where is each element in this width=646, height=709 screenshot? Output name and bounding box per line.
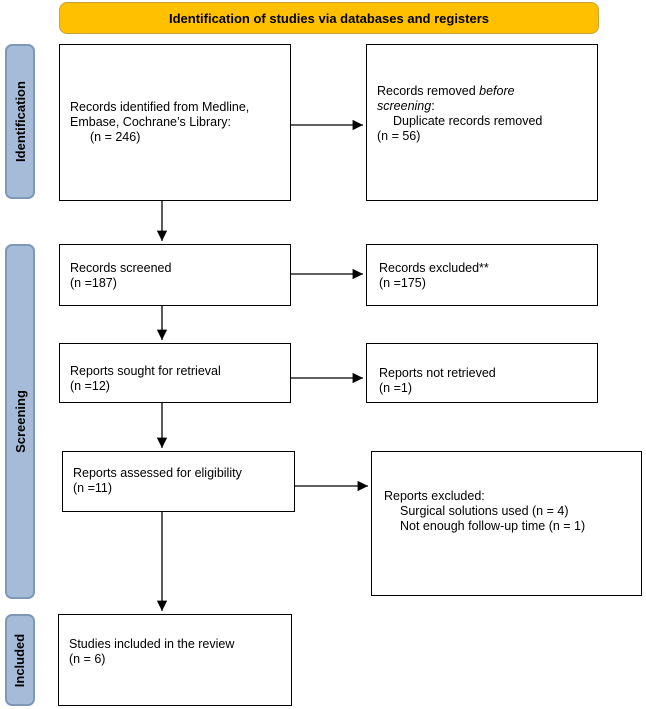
- reports-sought-label: Reports sought for retrieval: [70, 364, 221, 378]
- records-identified-box: Records identified from Medline, Embase,…: [59, 44, 291, 201]
- stage-screening-label: Screening: [12, 390, 28, 453]
- studies-included-label: Studies included in the review: [69, 637, 235, 651]
- records-screened-count: (n =187): [70, 276, 117, 290]
- reports-excluded-label: Reports excluded:: [384, 489, 485, 503]
- header-banner: Identification of studies via databases …: [59, 2, 599, 34]
- records-identified-line2: Embase, Cochrane’s Library:: [70, 115, 231, 129]
- records-removed-box: Records removed before screening: Duplic…: [366, 44, 598, 201]
- reports-excluded-box: Reports excluded: Surgical solutions use…: [371, 451, 642, 596]
- studies-included-count: (n = 6): [69, 652, 106, 666]
- reports-assessed-count: (n =11): [73, 481, 113, 495]
- records-removed-heading: Records removed before: [377, 84, 515, 98]
- stage-identification-label: Identification: [12, 81, 28, 162]
- reports-assessed-label: Reports assessed for eligibility: [73, 466, 242, 480]
- records-removed-heading-2: screening:: [377, 99, 435, 113]
- records-removed-count: (n = 56): [377, 129, 421, 143]
- records-excluded-count: (n =175): [379, 276, 426, 290]
- reports-not-retrieved-label: Reports not retrieved: [379, 366, 496, 380]
- studies-included-box: Studies included in the review (n = 6): [58, 614, 292, 706]
- reports-sought-box: Reports sought for retrieval (n =12): [59, 343, 291, 403]
- records-screened-label: Records screened: [70, 261, 172, 275]
- stage-screening: Screening: [5, 244, 35, 599]
- records-removed-reason: Duplicate records removed: [393, 114, 543, 128]
- reports-sought-count: (n =12): [70, 379, 110, 393]
- reports-excluded-reason-followup: Not enough follow-up time (n = 1): [400, 519, 586, 533]
- records-screened-box: Records screened (n =187): [59, 244, 291, 306]
- records-excluded-label: Records excluded**: [379, 261, 489, 275]
- header-title: Identification of studies via databases …: [168, 10, 490, 26]
- stage-included: Included: [5, 614, 35, 706]
- records-identified-count: (n = 246): [90, 130, 141, 144]
- records-identified-line1: Records identified from Medline,: [70, 100, 250, 114]
- reports-not-retrieved-count: (n =1): [379, 381, 413, 395]
- stage-included-label: Included: [12, 633, 28, 687]
- reports-assessed-box: Reports assessed for eligibility (n =11): [62, 451, 295, 512]
- reports-excluded-reason-surgical: Surgical solutions used (n = 4): [400, 504, 569, 518]
- records-excluded-box: Records excluded** (n =175): [366, 244, 598, 306]
- stage-identification: Identification: [5, 44, 35, 199]
- reports-not-retrieved-box: Reports not retrieved (n =1): [366, 343, 598, 403]
